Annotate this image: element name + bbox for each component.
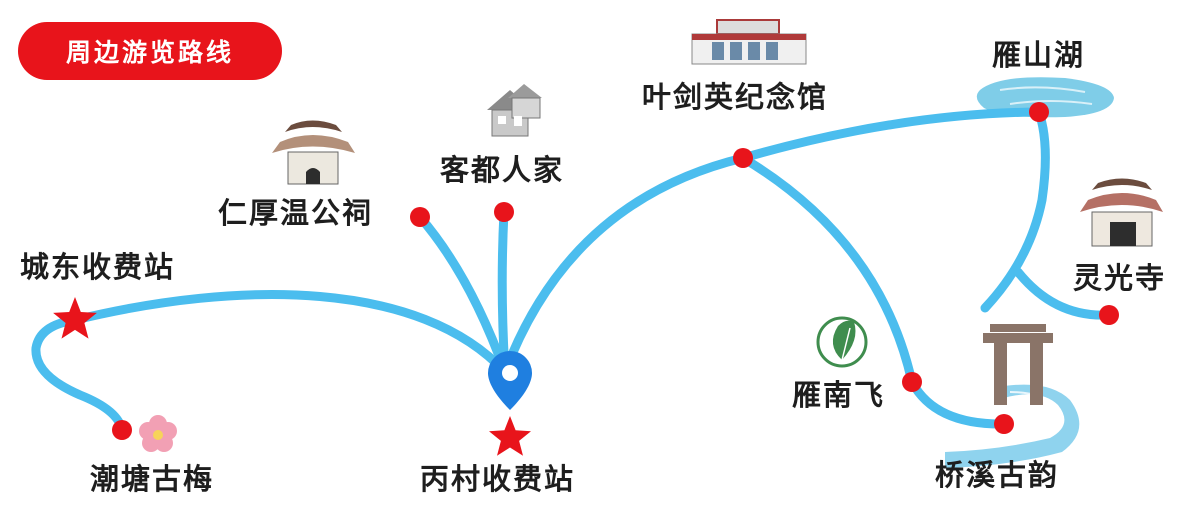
- label-lingguang: 灵光寺: [1073, 261, 1167, 295]
- route-yannanfei-qiaoxi: [907, 377, 1009, 429]
- museum-building-icon: [691, 19, 807, 65]
- red-dot-icon[interactable]: [733, 148, 753, 168]
- label-yanshan-lake: 雁山湖: [992, 38, 1086, 72]
- red-dot-icon[interactable]: [902, 372, 922, 392]
- archway-icon: [983, 324, 1053, 405]
- plum-blossom-icon: [139, 415, 177, 452]
- route-branch-lingguang: [1013, 267, 1114, 320]
- label-kedu: 客都人家: [440, 153, 565, 187]
- red-dot-icon[interactable]: [112, 420, 132, 440]
- red-dot-icon[interactable]: [494, 202, 514, 222]
- lake-icon: [976, 77, 1114, 118]
- page-title: 周边游览路线: [18, 22, 282, 80]
- temple-gate-icon: [1080, 178, 1163, 247]
- route-lines: [31, 107, 1114, 435]
- route-chengdong-chaotang: [31, 315, 127, 435]
- leaf-icon: [816, 316, 868, 368]
- red-dot-icon[interactable]: [1099, 305, 1119, 325]
- route-yanshan-down: [980, 107, 1050, 313]
- label-qiaoxi: 桥溪古韵: [935, 458, 1060, 492]
- label-yannanfei: 雁南飞: [792, 378, 886, 412]
- route-bingcun-yejianying: [500, 153, 748, 377]
- blue-location-pin-icon[interactable]: [488, 351, 532, 410]
- route-yejianying-yannanfei: [738, 153, 917, 387]
- label-chaotang: 潮塘古梅: [90, 462, 215, 496]
- route-renhou-bingcun: [415, 212, 510, 377]
- route-yejianying-yanshan: [738, 107, 1044, 163]
- red-dot-icon[interactable]: [410, 207, 430, 227]
- red-star-icon[interactable]: [53, 297, 97, 339]
- label-chengdong-toll: 城东收费站: [20, 250, 176, 284]
- red-star-icon[interactable]: [489, 416, 531, 456]
- label-renhou: 仁厚温公祠: [218, 196, 374, 230]
- red-dot-icon[interactable]: [994, 414, 1014, 434]
- temple-gate-icon: [272, 120, 355, 185]
- house-icon: [487, 84, 542, 137]
- label-bingcun-toll: 丙村收费站: [420, 462, 576, 496]
- route-chengdong-bingcun: [70, 290, 510, 377]
- label-yejianying: 叶剑英纪念馆: [642, 80, 829, 114]
- route-kedu-bingcun: [497, 207, 510, 377]
- red-dot-icon[interactable]: [1029, 102, 1049, 122]
